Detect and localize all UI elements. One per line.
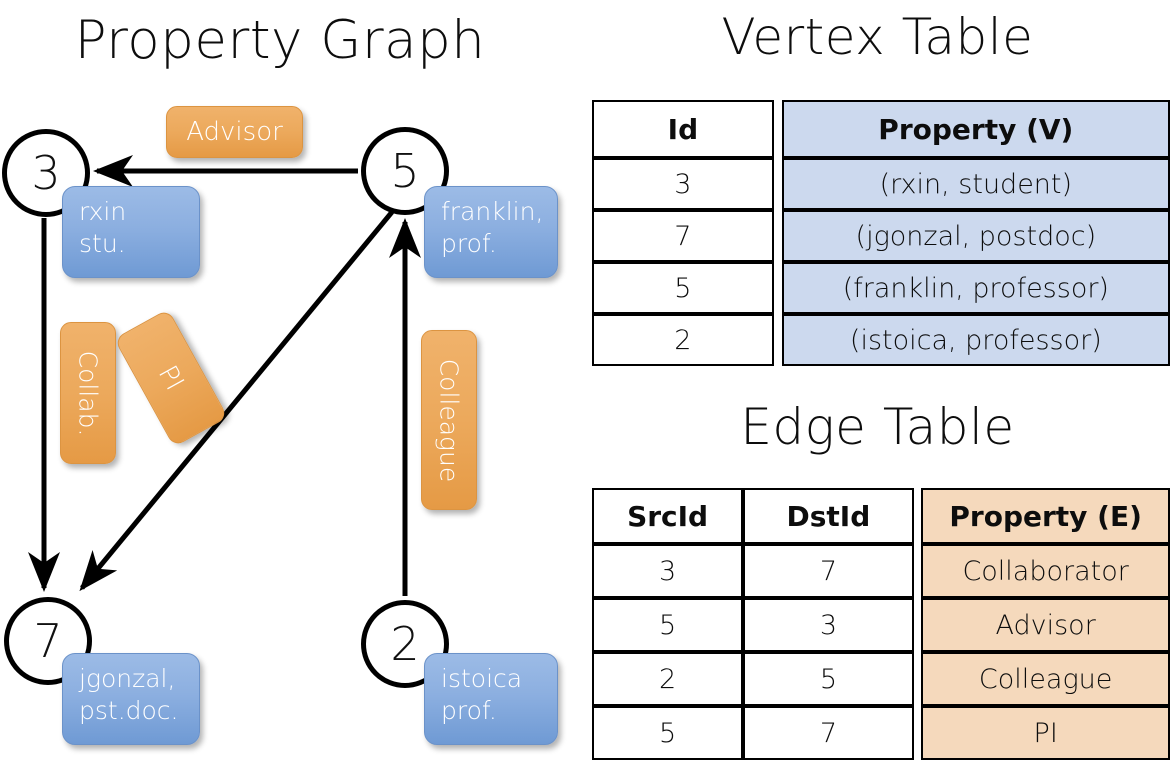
table-row: 5 7 PI	[592, 706, 1170, 760]
cell-dstid: 7	[743, 706, 914, 760]
column-gap	[773, 100, 782, 158]
table-row: 2 5 Colleague	[592, 652, 1170, 706]
section-title-vertex-table: Vertex Table	[721, 8, 1034, 66]
table-row: 3 7 Collaborator	[592, 544, 1170, 598]
column-header-srcid: SrcId	[592, 488, 744, 544]
edge-label-text-colleague: Colleague	[434, 358, 464, 482]
cell-id: 7	[592, 210, 774, 262]
cell-srcid: 3	[592, 544, 744, 598]
cell-property: Colleague	[921, 652, 1170, 706]
column-header-property-v: Property (V)	[781, 100, 1170, 158]
edge-5-to-7	[79, 210, 394, 592]
vertex-property-chip-jgonzal: jgonzal, pst.doc.	[62, 653, 200, 745]
edge-table: SrcId DstId Property (E) 3 7 Collaborato…	[592, 488, 1170, 760]
column-gap	[773, 158, 782, 210]
cell-dstid: 3	[743, 598, 914, 652]
vertex-property-chip-istoica: istoica prof.	[424, 653, 558, 745]
section-title-edge-table: Edge Table	[740, 398, 1015, 456]
table-row: 2 (istoica, professor)	[592, 314, 1170, 366]
column-header-dstid: DstId	[743, 488, 914, 544]
cell-property: (rxin, student)	[781, 158, 1170, 210]
table-row: 5 (franklin, professor)	[592, 262, 1170, 314]
column-gap	[913, 652, 922, 706]
edge-label-text-collab: Collab.	[73, 350, 103, 436]
column-gap	[913, 598, 922, 652]
cell-dstid: 7	[743, 544, 914, 598]
cell-id: 3	[592, 158, 774, 210]
vertex-node-2[interactable]: 2	[361, 600, 449, 688]
vertex-node-5[interactable]: 5	[361, 127, 449, 215]
column-gap	[773, 210, 782, 262]
cell-property: (istoica, professor)	[781, 314, 1170, 366]
cell-srcid: 5	[592, 706, 744, 760]
cell-srcid: 2	[592, 652, 744, 706]
vertex-table: Id Property (V) 3 (rxin, student) 7 (jgo…	[592, 100, 1170, 366]
column-gap	[913, 544, 922, 598]
cell-srcid: 5	[592, 598, 744, 652]
column-gap	[773, 314, 782, 366]
page-title-property-graph: Property Graph	[74, 10, 486, 71]
cell-property: Collaborator	[921, 544, 1170, 598]
edge-label-text-pi: PI	[152, 360, 190, 396]
edge-label-chip-colleague: Colleague	[421, 330, 477, 510]
table-row: 5 3 Advisor	[592, 598, 1170, 652]
edge-label-chip-collab: Collab.	[60, 322, 116, 464]
cell-property: (jgonzal, postdoc)	[781, 210, 1170, 262]
table-header-row: Id Property (V)	[592, 100, 1170, 158]
table-header-row: SrcId DstId Property (E)	[592, 488, 1170, 544]
edge-label-text-advisor: Advisor	[186, 117, 283, 147]
column-gap	[913, 706, 922, 760]
column-header-id: Id	[592, 100, 774, 158]
cell-property: (franklin, professor)	[781, 262, 1170, 314]
vertex-property-chip-franklin: franklin, prof.	[424, 186, 558, 278]
edge-label-chip-advisor: Advisor	[166, 106, 303, 158]
table-row: 7 (jgonzal, postdoc)	[592, 210, 1170, 262]
cell-id: 2	[592, 314, 774, 366]
cell-property: Advisor	[921, 598, 1170, 652]
property-graph-panel: Property Graph 3 5 7 2 rxin stu. frankli…	[0, 0, 580, 760]
graph-edges-canvas	[28, 155, 421, 596]
table-row: 3 (rxin, student)	[592, 158, 1170, 210]
vertex-property-chip-rxin: rxin stu.	[62, 186, 200, 278]
cell-dstid: 5	[743, 652, 914, 706]
cell-id: 5	[592, 262, 774, 314]
column-header-property-e: Property (E)	[921, 488, 1170, 544]
cell-property: PI	[921, 706, 1170, 760]
column-gap	[773, 262, 782, 314]
column-gap	[913, 488, 922, 544]
